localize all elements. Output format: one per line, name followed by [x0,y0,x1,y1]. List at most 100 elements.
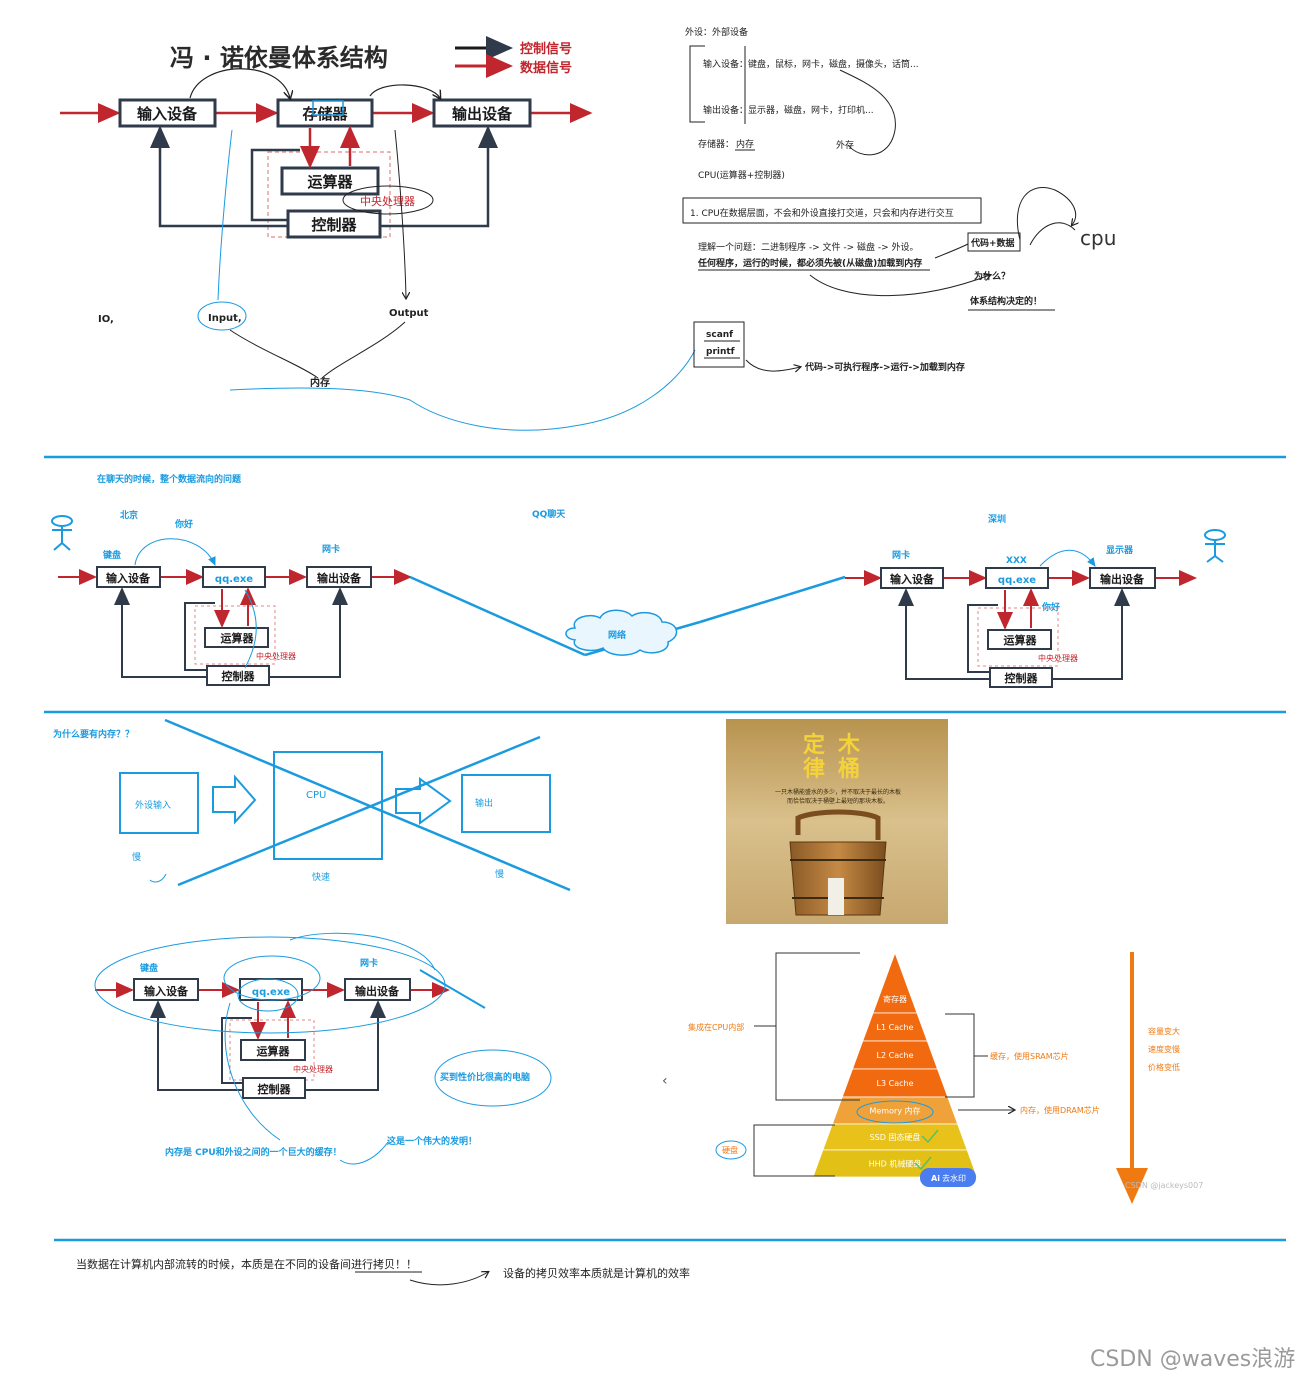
alu-label-3: 运算器 [257,1044,291,1058]
left-cpu-label: 中央处理器 [256,651,296,661]
ai-watermark-button[interactable] [920,1168,976,1187]
left-chevron-icon: ‹ [662,1073,668,1089]
input-label-3: 输入设备 [144,984,189,998]
output-devices-label: 输出设备： [703,104,748,116]
code-data-link [934,243,969,259]
pyramid-layer-label: L1 Cache [877,1023,914,1032]
disk-ref-curve [839,69,896,156]
memory-machine: 键盘 网卡 输入设备 qq.exe 输出设备 运算器 中央处理器 控制器 [94,932,486,1141]
input-devices-list: 键盘，鼠标，网卡，磁盘，摄像头，话筒... [748,58,919,70]
cpu-big-text: CPU [306,790,326,801]
short-plank [828,878,844,915]
poster-title-2: 木 [837,733,861,758]
point1-box [682,197,982,224]
ctrl-label-3: 控制器 [258,1082,292,1096]
qq-chat-label: QQ聊天 [532,508,566,520]
chat-section-title: 在聊天的时候，整个数据流向的问题 [97,473,242,485]
network-label: 网络 [608,629,626,641]
legend-control-label: 控制信号 [520,41,572,57]
input-devices-label: 输入设备： [703,58,748,70]
code-flow-arrow [745,359,800,371]
printf-text: printf [706,347,735,357]
cost-effective-note: 买到性价比很高的电脑 [440,1071,530,1083]
great-invention-note: 这是一个伟大的发明！ [387,1135,477,1147]
input-note: Input, [208,313,242,324]
output-big-box [461,774,551,833]
shenzhen-label: 深圳 [988,513,1006,525]
right-machine: 输入设备 qq.exe 输出设备 运算器 中央处理器 控制器 [845,549,1197,688]
ctrl-to-input [150,125,288,228]
disk-label: 硬盘 [722,1145,738,1155]
left-alu-label: 运算器 [221,631,255,645]
arch-text: 体系结构决定的！ [970,295,1042,307]
von-neumann-diagram: 冯 · 诺依曼体系结构 控制信号 数据信号 输入设备 存储器 输出设备 运算器 … [60,36,696,431]
code-data-text: 代码+数据 [970,237,1015,249]
nic-label-3: 网卡 [360,957,378,969]
efficiency-note: 设备的拷贝效率本质就是计算机的效率 [503,1266,690,1280]
diagram-title: 冯 · 诺依曼体系结构 [170,44,388,72]
person-icon-right [1204,529,1226,563]
storage-label: 存储器： [698,138,734,150]
left-ctrl-label: 控制器 [222,669,256,683]
nic-right: 网卡 [892,549,910,561]
cpu-label: 中央处理器 [360,195,415,208]
output-to-memory-line [321,321,406,379]
right-input-label: 输入设备 [890,572,935,586]
hand-arc-2 [369,84,440,98]
why-curve [809,275,990,297]
net-line-left [409,575,586,657]
disk-bracket [753,1124,835,1177]
output-devices-list: 显示器，磁盘，网卡，打印机... [748,104,874,116]
poster-title-1: 定 [803,732,825,758]
output-device-box [432,98,532,128]
io-note: IO, [98,314,114,325]
blue-long-curve [229,349,696,431]
slash-line [419,969,486,1009]
pyramid-layer-label: HHD 机械硬盘 [869,1159,922,1169]
why-text: 为什么？ [974,270,1010,282]
left-qq-label: qq.exe [215,574,253,585]
cache-sram-label: 缓存，使用SRAM芯片 [990,1051,1069,1061]
essence-arrow [409,1272,488,1286]
input-device-label: 输入设备 [137,105,198,123]
hand-highlight [312,100,344,116]
memory-dram-label: 内存，使用DRAM芯片 [1020,1105,1100,1115]
why-memory-title: 为什么要有内存？？ [53,728,134,740]
hand-down-input [217,129,233,301]
inner-watermark: CSDN @jackeys007 [1125,1181,1203,1190]
left-cpu-region [194,605,276,665]
slow-left: 慢 [132,851,141,863]
person-icon-left [51,515,73,551]
cache-bracket [945,1013,975,1098]
storage-value: 内存 [736,138,754,150]
nihao-left: 你好 [174,518,193,530]
output-device-label: 输出设备 [452,105,513,123]
ctrl-to-alu [250,148,300,222]
right-cpu-label: 中央处理器 [1038,653,1078,663]
understand-text: 理解一个问题：二进制程序 -> 文件 -> 磁盘 -> 外设。 [698,241,919,253]
scanf-text: scanf [706,330,733,340]
alu-box [280,166,380,196]
point1-text: 1. CPU在数据层面，不会和外设直接打交道，只会和内存进行交互 [690,207,954,219]
memory-box [276,98,374,128]
chat-flow-section: 在聊天的时候，整个数据流向的问题 北京 你好 键盘 网卡 QQ聊天 深圳 网卡 … [51,473,1226,688]
right-ctrl-label: 控制器 [1005,671,1039,685]
integrated-cpu-label: 集成在CPU内部 [688,1022,744,1032]
pyramid-layer [872,951,918,1014]
right-qq-box [985,567,1049,589]
poster-title-3: 律 [803,756,825,782]
code-data-box [967,232,1021,252]
peripheral-input-box [119,772,199,834]
left-output-label: 输出设备 [317,571,362,585]
left-ctrl-box [206,665,270,686]
ai-icon-text: Ai [931,1174,940,1183]
cpu-big-box [273,751,383,860]
cpu-label-3: 中央处理器 [293,1064,333,1074]
peripherals-note: 外设：外部设备 [685,26,748,38]
cpu-bracket [775,952,860,1101]
peripheral-bracket [689,45,705,123]
net-line-right2 [699,575,846,624]
alu-label: 运算器 [307,173,353,191]
xxx-label: XXX [1006,556,1027,566]
